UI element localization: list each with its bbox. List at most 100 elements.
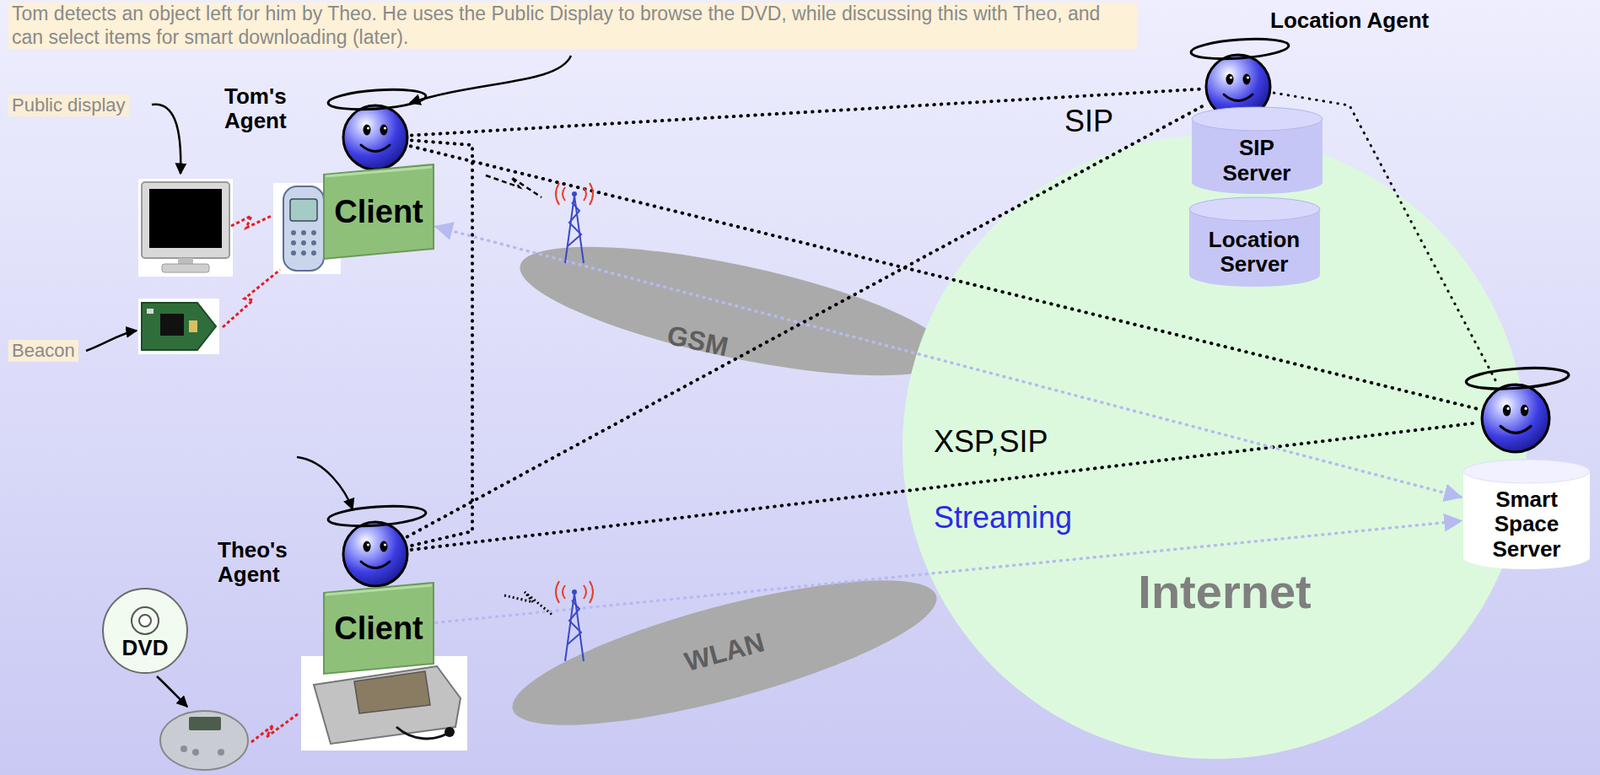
mast-leg <box>565 195 575 264</box>
scenario-note: Tom detects an object left for him by Th… <box>8 2 1137 49</box>
cylinder-top <box>1463 459 1590 484</box>
callout-arrow <box>296 457 353 510</box>
wave <box>589 183 593 205</box>
wave <box>555 183 560 205</box>
mast <box>565 195 584 264</box>
wave <box>583 187 587 201</box>
beacon-icon <box>138 298 220 355</box>
key <box>290 250 297 256</box>
component <box>146 308 154 314</box>
dvd-disc: DVD <box>101 587 189 675</box>
phone-screen <box>290 199 318 221</box>
eye-glint <box>366 126 370 130</box>
network-ellipse <box>501 551 949 755</box>
wave <box>555 581 560 604</box>
agent-smiley <box>341 103 410 172</box>
agent-mouth <box>1500 425 1531 433</box>
label-holder: WLAN <box>681 627 768 678</box>
agent-eye <box>1243 74 1251 86</box>
eye-glint <box>1506 407 1509 410</box>
agent-halo <box>327 86 426 113</box>
text-holder: SIP Server <box>1191 130 1323 191</box>
wireless-link <box>222 269 281 328</box>
label-holder: DVD <box>122 635 169 661</box>
key <box>311 230 317 236</box>
agent-halo <box>1190 36 1289 62</box>
icon-tile <box>138 178 233 277</box>
node-label: DVD <box>122 635 169 661</box>
text-holder: Location Server <box>1189 220 1320 284</box>
pda-screen <box>354 671 431 714</box>
node-label: Tom's Agent <box>224 84 287 134</box>
wave <box>562 585 566 599</box>
phone-keys <box>290 230 317 256</box>
wave <box>589 581 593 604</box>
agent-eye <box>1226 74 1234 86</box>
node-label: GSM <box>664 320 732 363</box>
node-label: WLAN <box>681 627 768 678</box>
chip <box>160 313 184 336</box>
key <box>311 240 317 246</box>
cylinder-top <box>1191 107 1323 131</box>
protocol-label: SIP <box>1064 102 1114 140</box>
agent-eye <box>1503 404 1511 417</box>
monitor-screen <box>149 188 222 248</box>
server-cylinder: SIP Server <box>1191 107 1323 194</box>
agent-node: Tom's Agent <box>341 103 410 172</box>
network-band: GSM <box>515 264 954 358</box>
server-cylinder: Location Server <box>1189 197 1320 287</box>
player-button <box>180 745 188 753</box>
leader-arrow <box>156 676 188 707</box>
mast <box>565 593 584 662</box>
panel-face <box>323 582 434 674</box>
key <box>301 240 307 246</box>
agent-node: Theo's Agent <box>341 520 410 588</box>
key <box>301 250 307 256</box>
antenna-icon <box>555 581 593 662</box>
node-label: Location Agent <box>1270 8 1429 33</box>
label-holder: SIP <box>1064 102 1114 140</box>
agent-smiley <box>341 520 410 588</box>
node-label: Client <box>334 610 424 647</box>
label-holder: XSP,SIP <box>930 423 1051 460</box>
node-label: SIP Server <box>1222 135 1292 185</box>
radio-waves <box>555 581 593 604</box>
mast-tip <box>571 191 577 197</box>
player-button <box>217 748 225 756</box>
wireless-link <box>231 215 272 228</box>
client-box: Client <box>323 164 434 259</box>
region-circle <box>902 134 1527 760</box>
agent-mouth <box>1223 94 1253 102</box>
player-body <box>160 711 248 771</box>
callout-arrow <box>409 55 572 103</box>
agent-eye <box>363 124 372 136</box>
disc-shape <box>101 587 189 675</box>
client-box: Client <box>323 582 434 674</box>
panel-face <box>323 164 434 259</box>
player-display <box>188 716 221 731</box>
label-holder: Beacon <box>8 339 79 362</box>
node-label: Client <box>334 193 424 231</box>
stream-connector <box>436 521 1461 624</box>
label-holder: Location Agent <box>1270 8 1429 33</box>
label-holder: Internet <box>1137 565 1311 620</box>
agent-mouth <box>360 145 390 152</box>
node-label: Smart Space Server <box>1492 487 1562 561</box>
node-label: Theo's Agent <box>217 538 288 588</box>
monitor-frame <box>141 182 230 259</box>
leader-arrow <box>151 104 181 174</box>
text-holder: Smart Space Server <box>1463 483 1590 566</box>
agent-smiley <box>1480 382 1552 454</box>
disc-hole <box>139 614 151 627</box>
label-holder: Tom detects an object left for him by Th… <box>8 2 1137 49</box>
panel-highlight <box>325 585 432 595</box>
label-holder: GSM <box>664 320 732 363</box>
protocol-label: XSP,SIP <box>930 423 1051 460</box>
circuit-board <box>141 302 216 351</box>
wave <box>562 187 566 201</box>
label-holder: Streaming <box>930 499 1076 536</box>
eye-glint <box>383 126 387 130</box>
region-shape <box>515 264 954 358</box>
agent-eye <box>380 124 388 136</box>
leader-arrow <box>86 330 137 351</box>
